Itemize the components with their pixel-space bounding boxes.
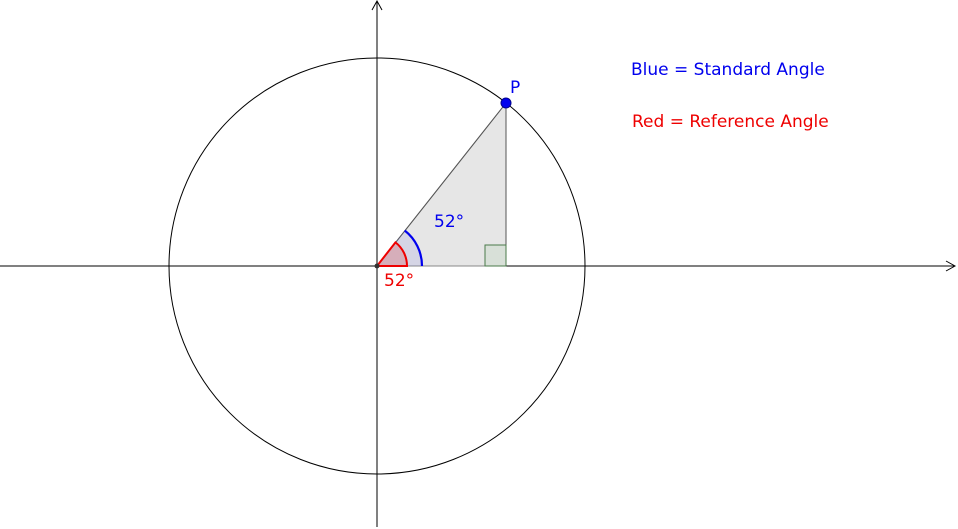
reference-angle-label: 52° (384, 271, 414, 291)
x-axis-arrow-icon (945, 260, 957, 272)
right-angle-marker (484, 244, 507, 267)
legend-reference-angle: Red = Reference Angle (632, 112, 829, 132)
point-p[interactable] (500, 97, 512, 109)
unit-circle (168, 57, 586, 475)
y-axis-arrow-icon (371, 0, 383, 11)
legend-standard-angle: Blue = Standard Angle (631, 60, 825, 80)
terminal-side (376, 102, 507, 267)
standard-angle-wedge (377, 230, 422, 266)
standard-angle-arc (404, 229, 424, 267)
standard-angle-label: 52° (434, 212, 464, 232)
point-p-label: P (510, 78, 520, 98)
origin-point (374, 263, 380, 269)
reference-angle-arc (374, 240, 409, 267)
